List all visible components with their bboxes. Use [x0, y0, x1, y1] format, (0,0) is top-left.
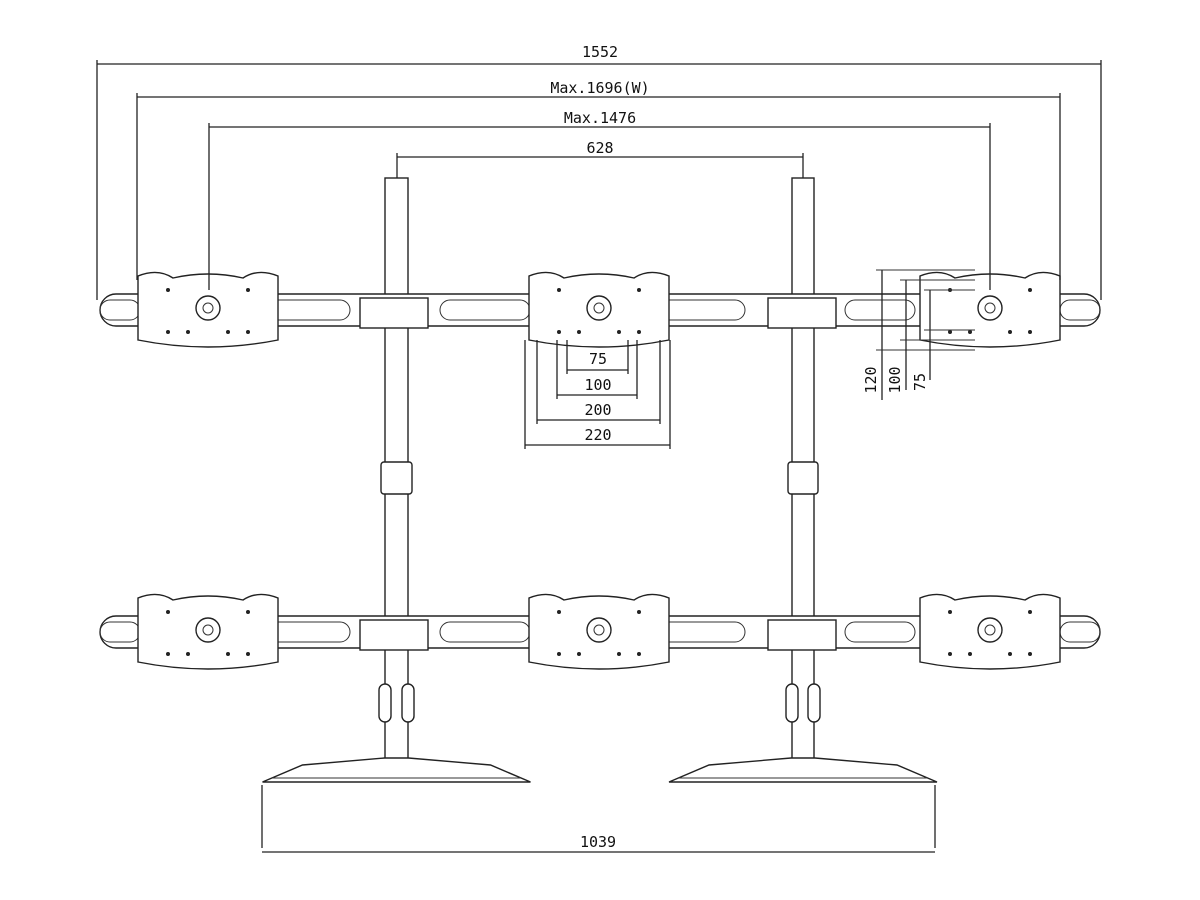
tilt-knob — [977, 295, 1003, 321]
height-knob — [785, 683, 799, 723]
tilt-knob — [195, 295, 221, 321]
tilt-knob-center — [593, 624, 605, 636]
mount-hole — [186, 652, 190, 656]
mount-hole — [637, 288, 641, 292]
dim-max-vesa-span-label: Max.1476 — [564, 109, 636, 127]
mount-hole — [166, 652, 170, 656]
mount-hole — [166, 610, 170, 614]
tilt-knob — [586, 617, 612, 643]
mount-hole — [968, 652, 972, 656]
pole-collar — [380, 461, 413, 495]
arm-clamp — [359, 297, 429, 329]
tilt-knob-center — [593, 302, 605, 314]
mount-hole — [968, 330, 972, 334]
stand-base — [668, 757, 938, 783]
mount-hole — [557, 652, 561, 656]
height-knob — [401, 683, 415, 723]
mount-hole — [948, 652, 952, 656]
arm-clamp — [359, 619, 429, 651]
mount-hole — [246, 652, 250, 656]
mount-hole — [226, 330, 230, 334]
mount-hole — [246, 610, 250, 614]
mount-hole — [246, 330, 250, 334]
dim-vesa-100-label: 100 — [584, 376, 611, 394]
mount-hole — [617, 330, 621, 334]
tilt-knob-center — [984, 624, 996, 636]
mount-hole — [1008, 330, 1012, 334]
mount-hole — [246, 288, 250, 292]
mount-hole — [186, 330, 190, 334]
dim-overall-width-label: 1552 — [582, 43, 618, 61]
tilt-knob — [977, 617, 1003, 643]
height-knob — [807, 683, 821, 723]
stand-base — [262, 757, 531, 783]
tilt-knob — [586, 295, 612, 321]
mount-hole — [948, 330, 952, 334]
tilt-knob-center — [984, 302, 996, 314]
mount-hole — [226, 652, 230, 656]
dim-vesa-v120-label: 120 — [862, 366, 880, 393]
mount-hole — [948, 610, 952, 614]
tilt-knob-center — [202, 302, 214, 314]
mount-hole — [1028, 330, 1032, 334]
arm-clamp — [767, 619, 837, 651]
dim-max-width-label: Max.1696(W) — [550, 79, 649, 97]
mount-hole — [1028, 610, 1032, 614]
dim-base-span-label: 1039 — [580, 833, 616, 851]
mount-hole — [557, 610, 561, 614]
mount-hole — [577, 330, 581, 334]
mount-hole — [1008, 652, 1012, 656]
tilt-knob — [195, 617, 221, 643]
mount-hole — [1028, 652, 1032, 656]
mount-hole — [557, 288, 561, 292]
mount-hole — [166, 330, 170, 334]
dim-vesa-v75-label: 75 — [911, 373, 929, 391]
mount-hole — [577, 652, 581, 656]
mount-hole — [1028, 288, 1032, 292]
mount-hole — [617, 652, 621, 656]
mount-hole — [637, 330, 641, 334]
mount-hole — [166, 288, 170, 292]
dim-vesa-200-label: 200 — [584, 401, 611, 419]
arm-clamp — [767, 297, 837, 329]
mount-hole — [637, 610, 641, 614]
arm-slot — [844, 621, 916, 643]
pole-collar — [787, 461, 819, 495]
dim-vesa-75-label: 75 — [589, 350, 607, 368]
arm-slot — [844, 299, 916, 321]
mount-hole — [637, 652, 641, 656]
dim-vesa-v100-label: 100 — [886, 366, 904, 393]
mount-hole — [557, 330, 561, 334]
height-knob — [378, 683, 392, 723]
dim-vesa-220-label: 220 — [584, 426, 611, 444]
tilt-knob-center — [202, 624, 214, 636]
dim-pole-spacing-label: 628 — [586, 139, 613, 157]
